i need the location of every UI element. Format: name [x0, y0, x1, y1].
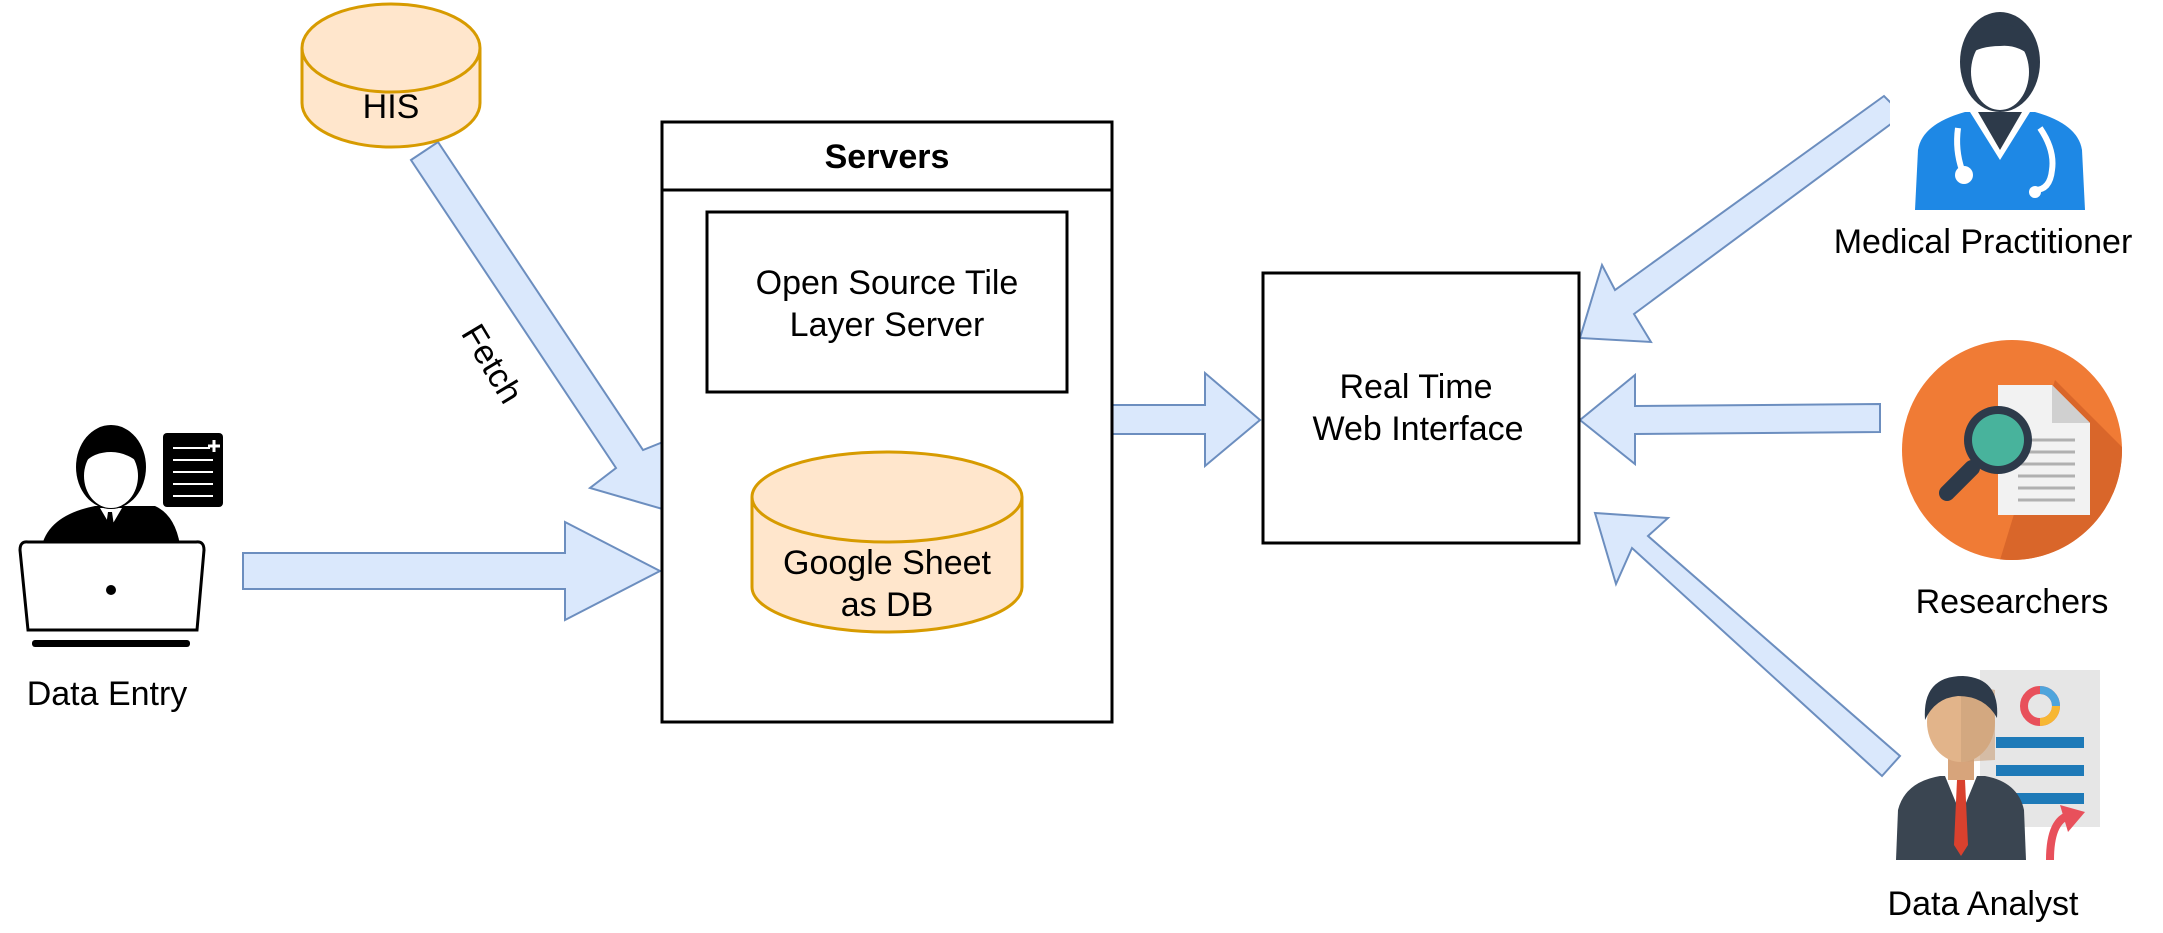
web-interface-box: Real Time Web Interface: [1261, 271, 1581, 545]
businessman-report-icon: [1896, 670, 2100, 861]
person-laptop-icon: [18, 425, 223, 647]
researchers-label: Researchers: [1916, 583, 2109, 621]
arrow-data-entry-to-servers: [242, 520, 663, 622]
arrow-his-to-servers: [409, 140, 670, 512]
doctor-icon: [1890, 0, 2100, 210]
data-entry-label: Data Entry: [27, 675, 188, 713]
medical-practitioner-label: Medical Practitioner: [1834, 223, 2133, 261]
his-label: HIS: [363, 88, 420, 126]
tile-server-box: [705, 210, 1069, 394]
fetch-label: Fetch: [454, 318, 530, 410]
arrow-medical-to-web-interface: [1578, 94, 1905, 344]
arrow-analyst-to-web-interface: [1593, 511, 1902, 778]
google-sheet-line2: as DB: [841, 586, 934, 624]
arrow-researchers-to-web-interface: [1578, 372, 1881, 467]
tile-server-line2: Layer Server: [790, 306, 985, 344]
servers-title: Servers: [825, 138, 950, 176]
tile-server-line1: Open Source Tile: [756, 264, 1019, 302]
web-interface-line2: Web Interface: [1312, 410, 1523, 448]
servers-container: Servers Open Source Tile Layer Server Go…: [660, 120, 1114, 724]
google-sheet-line1: Google Sheet: [783, 544, 991, 582]
google-sheet-database: Google Sheet as DB: [750, 450, 1024, 634]
data-analyst-label: Data Analyst: [1888, 885, 2079, 923]
his-database: HIS: [300, 2, 482, 149]
magnifier-document-icon: [1902, 340, 2122, 560]
arrow-servers-to-web-interface: [1111, 370, 1262, 469]
web-interface-line1: Real Time: [1339, 368, 1492, 406]
